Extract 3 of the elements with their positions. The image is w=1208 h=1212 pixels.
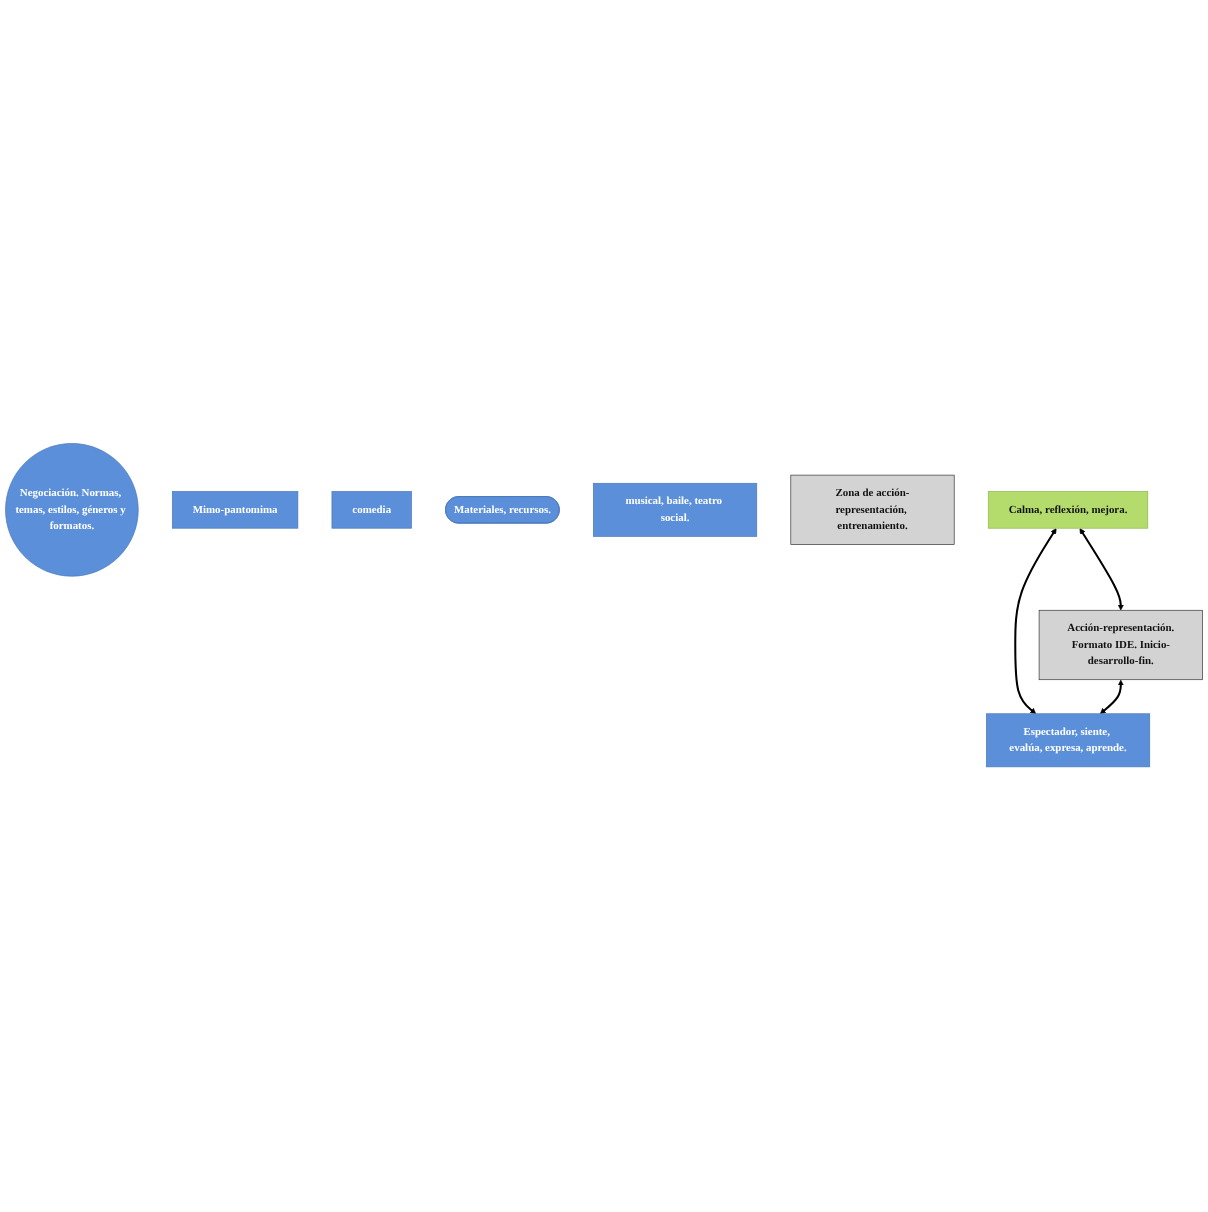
- arrow: [1079, 529, 1124, 612]
- arrow: [1099, 680, 1124, 715]
- arrow: [1014, 529, 1057, 715]
